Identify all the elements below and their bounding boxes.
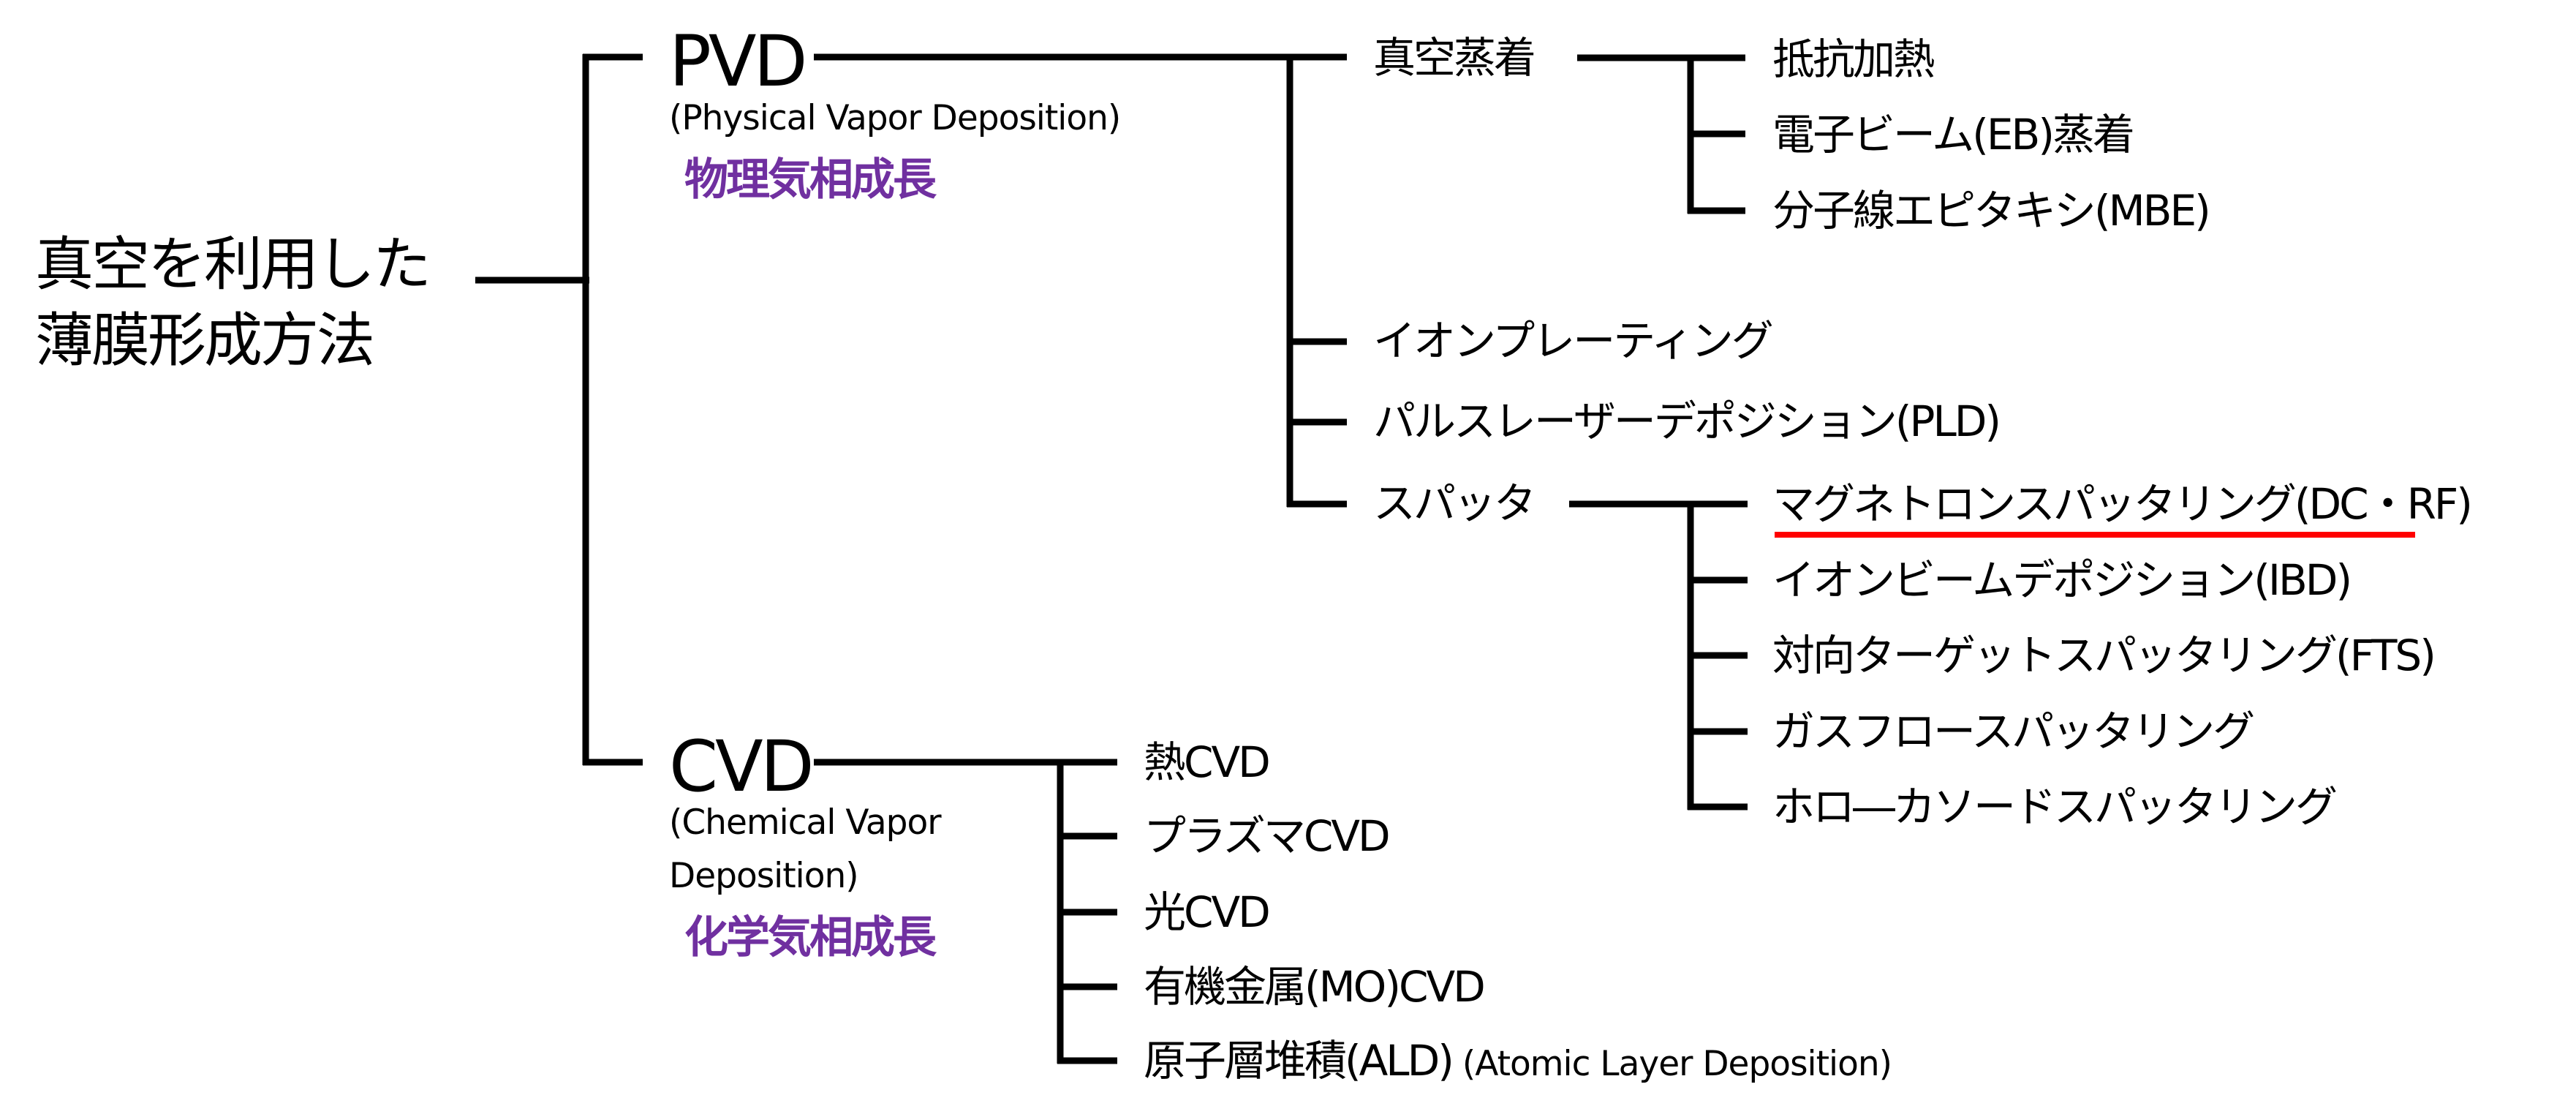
- vacuum-evaporation-node: 真空蒸着: [1373, 33, 1536, 83]
- root-label-line2: 薄膜形成方法: [35, 306, 375, 375]
- root-node: 真空を利用した 薄膜形成方法: [35, 227, 474, 379]
- sputter-item: 対向ターゲットスパッタリング(FTS): [1772, 631, 2436, 680]
- pvd-japanese-name: 物理気相成長: [684, 154, 937, 206]
- sputter-item-highlighted: マグネトロンスパッタリング(DC・RF): [1772, 479, 2473, 529]
- evaporation-item: 電子ビーム(EB)蒸着: [1772, 110, 2135, 159]
- ald-english-note: (Atomic Layer Deposition): [1462, 1044, 1892, 1084]
- pvd-label: PVD: [669, 20, 807, 102]
- evaporation-item: 分子線エピタキシ(MBE): [1772, 186, 2211, 236]
- pvd-english-name: (Physical Vapor Deposition): [669, 98, 1121, 138]
- highlight-underline: [1775, 532, 2415, 538]
- cvd-item: 有機金属(MO)CVD: [1144, 962, 1486, 1012]
- cvd-japanese-name: 化学気相成長: [684, 912, 937, 963]
- cvd-english-name-line1: (Chemical Vapor: [669, 802, 942, 843]
- sputter-item: ガスフロースパッタリング: [1772, 707, 2255, 756]
- cvd-english-name-line2: Deposition): [669, 856, 859, 896]
- sputter-item: イオンビームデポジション(IBD): [1772, 555, 2352, 605]
- cvd-item: 熱CVD: [1144, 737, 1271, 787]
- cvd-label: CVD: [669, 726, 815, 808]
- evaporation-item: 抵抗加熱: [1772, 34, 1935, 84]
- root-label-line1: 真空を利用した: [35, 230, 431, 298]
- sputter-item: ホロ―カソードスパッタリング: [1772, 782, 2338, 832]
- cvd-item: プラズマCVD: [1144, 811, 1391, 861]
- ald-label: 原子層堆積(ALD): [1144, 1036, 1454, 1086]
- cvd-item: 光CVD: [1144, 887, 1271, 937]
- pld-node: パルスレーザーデポジション(PLD): [1373, 396, 2001, 446]
- cvd-item-ald: 原子層堆積(ALD)(Atomic Layer Deposition): [1144, 1039, 1892, 1082]
- ion-plating-node: イオンプレーティング: [1373, 316, 1774, 366]
- sputter-node: スパッタ: [1373, 478, 1536, 528]
